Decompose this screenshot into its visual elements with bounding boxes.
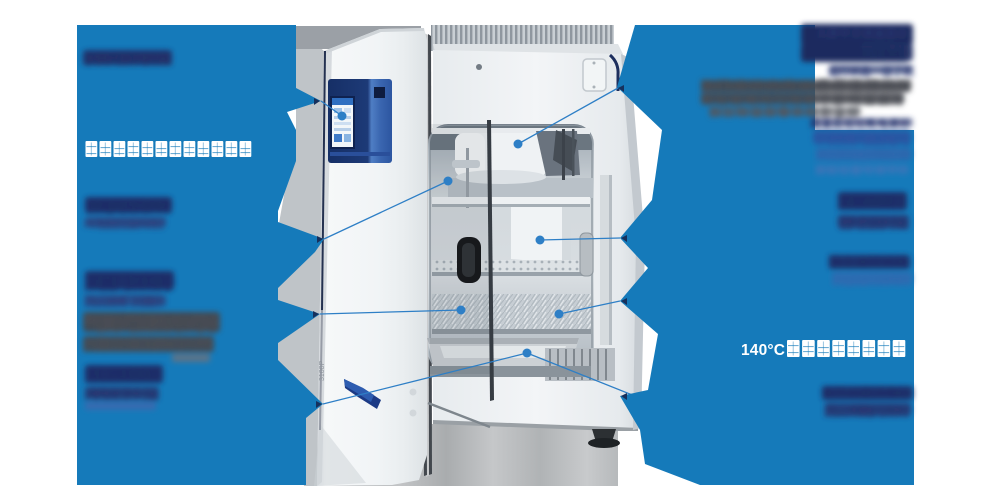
svg-text:超温自动切断电源好: 超温自动切断电源好 — [809, 117, 910, 130]
svg-text:双门设计内外双重保温隔热好: 双门设计内外双重保温隔热好 — [700, 78, 912, 94]
svg-text:气套式加热方式好: 气套式加热方式好 — [81, 312, 220, 336]
svg-text:安全运行保障好: 安全运行保障好 — [831, 272, 912, 288]
svg-text:独立限温报警系统安全好: 独立限温报警系统安全好 — [708, 105, 859, 119]
svg-text:双重门加热好: 双重门加热好 — [84, 271, 175, 294]
svg-text:独立温控系统: 独立温控系统 — [828, 254, 909, 270]
svg-text:防止细胞污染好: 防止细胞污染好 — [824, 403, 911, 419]
svg-text:3100P: 3100P — [319, 360, 326, 381]
svg-text:微电脑控制系统: 微电脑控制系统 — [84, 196, 171, 216]
svg-text:四角半圆弧过渡好: 四角半圆弧过渡好 — [815, 147, 912, 163]
svg-text:进口传感器好: 进口传感器好 — [84, 364, 162, 385]
svg-text:PID智能控温系统好: PID智能控温系统好 — [84, 216, 166, 231]
svg-text:运行状态一目了然: 运行状态一目了然 — [828, 64, 914, 78]
svg-text:六面立体加热均匀性: 六面立体加热均匀性 — [82, 335, 214, 354]
svg-text:水套式系列控温: 水套式系列控温 — [82, 50, 172, 68]
svg-text:中文操作界面简单好: 中文操作界面简单好 — [800, 45, 912, 64]
svg-text:密封性能好温: 密封性能好温 — [837, 214, 909, 232]
svg-text:双层玻璃门: 双层玻璃门 — [837, 192, 907, 212]
svg-text:不锈钢内胆抛光: 不锈钢内胆抛光 — [812, 130, 910, 148]
svg-text:大屏中文液晶显示: 大屏中文液晶显示 — [816, 26, 908, 40]
svg-text:防止玻璃门结露水: 防止玻璃门结露水 — [84, 294, 167, 309]
svg-text:140°C: 140°C — [741, 342, 785, 359]
svg-text:紫外杀菌消毒好: 紫外杀菌消毒好 — [821, 385, 911, 401]
svg-text:高精度控制好温: 高精度控制好温 — [84, 386, 159, 402]
